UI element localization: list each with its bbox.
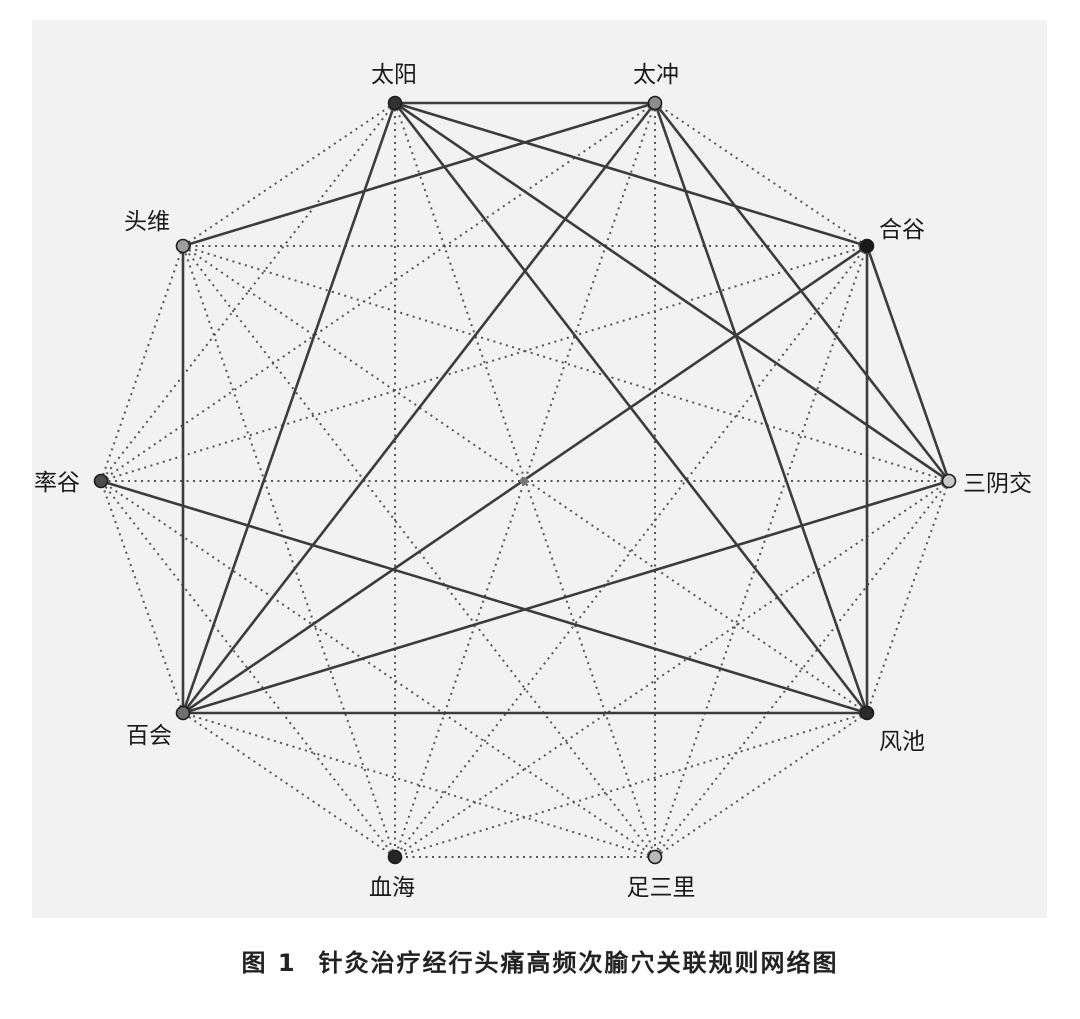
node-label-shuaigu: 率谷 bbox=[34, 470, 80, 496]
node-label-zusanli: 足三里 bbox=[627, 875, 696, 901]
node-shuaigu bbox=[93, 473, 109, 489]
solid-edge-taichong-fengchi bbox=[653, 102, 869, 714]
node-fengchi bbox=[859, 705, 875, 721]
node-label-fengchi: 风池 bbox=[879, 729, 925, 755]
dotted-edge-taichong-hegu bbox=[654, 102, 868, 247]
dotted-edge-hegu-zusanli bbox=[654, 245, 868, 858]
dotted-edge-baihui-shuaigu bbox=[100, 480, 184, 714]
node-sanyinjiao bbox=[941, 473, 957, 489]
dotted-edge-sanyinjiao-touwei bbox=[182, 245, 950, 482]
node-label-sanyinjiao: 三阴交 bbox=[963, 471, 1032, 497]
solid-edge-taiyang-baihui bbox=[181, 102, 397, 714]
solid-edges bbox=[100, 101, 951, 715]
dotted-edge-taiyang-touwei bbox=[182, 102, 396, 247]
node-label-hegu: 合谷 bbox=[879, 217, 925, 243]
solid-edge-taiyang-hegu bbox=[394, 101, 868, 248]
node-label-taiyang: 太阳 bbox=[371, 62, 417, 88]
dotted-edge-zusanli-baihui bbox=[182, 712, 656, 858]
dotted-edge-fengchi-xuehai bbox=[394, 712, 868, 858]
dotted-edge-xuehai-shuaigu bbox=[100, 480, 396, 858]
solid-edge-taichong-sanyinjiao bbox=[653, 102, 951, 482]
solid-edge-sanyinjiao-baihui bbox=[182, 479, 950, 715]
dotted-edge-xuehai-touwei bbox=[182, 245, 396, 858]
dotted-edge-zusanli-shuaigu bbox=[100, 480, 656, 858]
dotted-edge-sanyinjiao-zusanli bbox=[654, 480, 950, 858]
dotted-edge-taichong-xuehai bbox=[394, 102, 656, 858]
nodes bbox=[93, 95, 957, 865]
node-label-touwei: 头维 bbox=[124, 209, 170, 235]
node-label-taichong: 太冲 bbox=[633, 62, 679, 88]
dotted-edge-sanyinjiao-xuehai bbox=[394, 480, 950, 858]
dotted-edge-hegu-xuehai bbox=[394, 245, 868, 858]
node-xuehai bbox=[387, 849, 403, 865]
node-taichong bbox=[647, 95, 663, 111]
dotted-edge-fengchi-zusanli bbox=[654, 712, 868, 858]
dotted-edge-xuehai-baihui bbox=[182, 712, 396, 858]
solid-edge-hegu-sanyinjiao bbox=[865, 245, 951, 482]
solid-edge-taichong-baihui bbox=[181, 102, 657, 714]
dotted-edge-hegu-shuaigu bbox=[100, 245, 868, 482]
node-touwei bbox=[175, 238, 191, 254]
dotted-edge-fengchi-touwei bbox=[182, 245, 868, 714]
figure-caption: 图 1 针灸治疗经行头痛高频次腧穴关联规则网络图 bbox=[0, 943, 1080, 978]
node-baihui bbox=[175, 705, 191, 721]
figure-number: 图 1 bbox=[241, 949, 297, 977]
dotted-edge-taiyang-zusanli bbox=[394, 102, 656, 858]
center-point bbox=[520, 477, 528, 485]
node-label-xuehai: 血海 bbox=[369, 875, 415, 901]
node-hegu bbox=[859, 238, 875, 254]
dotted-edge-shuaigu-touwei bbox=[100, 245, 184, 482]
dotted-edge-taiyang-shuaigu bbox=[100, 102, 396, 482]
solid-edge-taichong-touwei bbox=[182, 101, 656, 248]
solid-edge-fengchi-shuaigu bbox=[100, 479, 868, 715]
node-taiyang bbox=[387, 95, 403, 111]
dotted-edge-sanyinjiao-fengchi bbox=[866, 480, 950, 714]
figure-title: 针灸治疗经行头痛高频次腧穴关联规则网络图 bbox=[318, 949, 839, 977]
node-label-baihui: 百会 bbox=[126, 723, 172, 749]
solid-edge-taiyang-sanyinjiao bbox=[394, 101, 950, 483]
dotted-edge-taichong-shuaigu bbox=[100, 102, 656, 482]
node-zusanli bbox=[647, 849, 663, 865]
